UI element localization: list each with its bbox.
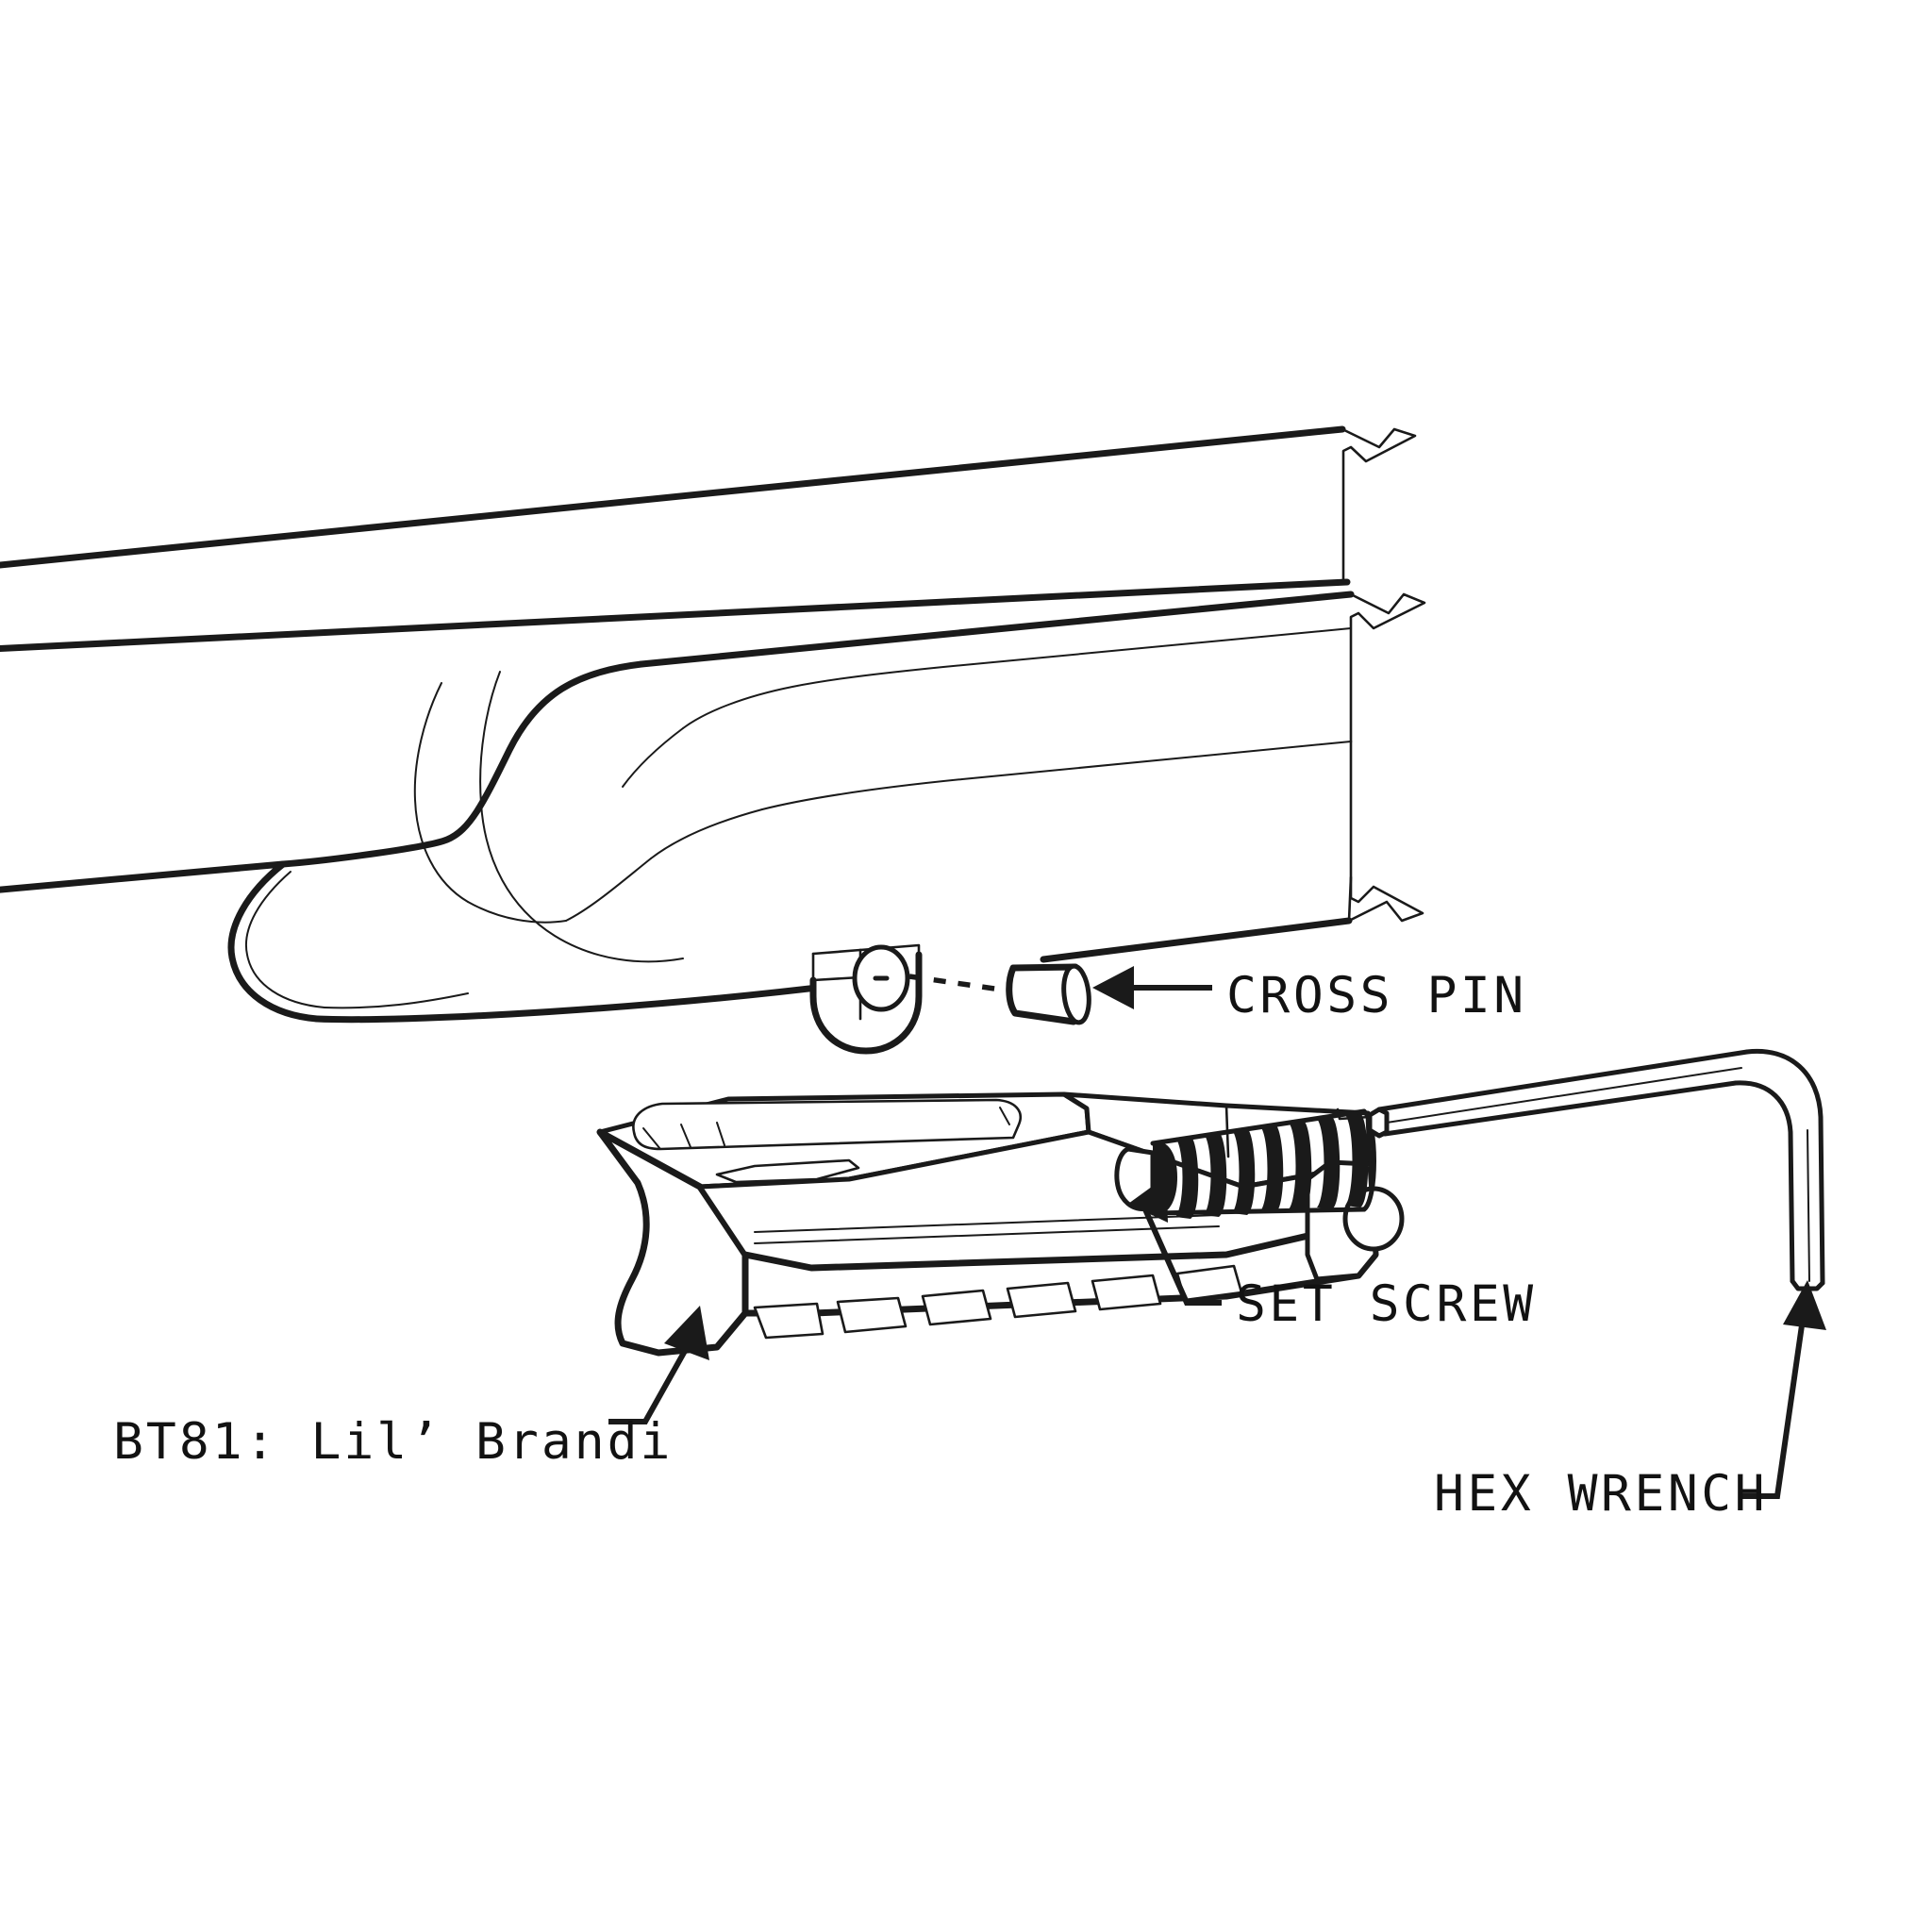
wrench-elbow-inner: [1733, 1080, 1795, 1284]
rail-break-line: [1341, 427, 1417, 584]
handguard-body: [0, 591, 1426, 1024]
handguard-top-edge-right: [638, 591, 1355, 668]
set-screw-arrowhead: [1128, 1176, 1168, 1223]
channel-rib-b: [716, 1122, 725, 1146]
cross-pin-end-face: [1061, 963, 1091, 1025]
handguard-forend-top-curve: [279, 660, 645, 868]
bt81-label: BT81: Lil’ Brandi: [113, 1413, 673, 1471]
bt81-leader-line: [608, 1346, 690, 1424]
channel-rib-c: [999, 1107, 1010, 1125]
set-screw-leader: [1128, 1176, 1222, 1306]
notch-4: [1006, 1281, 1077, 1319]
handguard-seam-upper: [682, 627, 1352, 729]
wrench-arm-facet: [1386, 1067, 1742, 1124]
forend-fold-front-lower: [467, 901, 567, 924]
cross-pin-leader: [1092, 966, 1212, 1009]
thread-1: [1175, 1136, 1199, 1219]
set-screw-leader-line: [1141, 1206, 1222, 1306]
bt81-mount: [596, 1091, 1405, 1357]
shelf-highlight-upper: [754, 1214, 1218, 1233]
mount-recoil-notches: [753, 1264, 1243, 1340]
shelf-highlight-lower: [754, 1225, 1220, 1244]
bt81-arrowhead: [664, 1306, 709, 1360]
wrench-hex-end-face: [1367, 1107, 1390, 1139]
set-screw-bottom-edge: [1150, 1207, 1367, 1216]
cross-pin-arrowhead: [1092, 966, 1134, 1009]
hex-wrench-body: [1367, 1048, 1825, 1291]
top-rail-band: [0, 425, 1417, 653]
cross-pin-label: CROSS PIN: [1226, 967, 1527, 1024]
assembly-dashed-line: [908, 974, 1008, 993]
thread-6: [1317, 1117, 1341, 1209]
hex-wrench-leader-line: [1740, 1322, 1806, 1499]
thread-7: [1345, 1113, 1369, 1208]
handguard-break-line-top: [1349, 592, 1426, 743]
handguard-seam-lower-curve-2: [565, 858, 652, 922]
forend-fold-front: [413, 682, 469, 903]
mount-deck-slot: [715, 1158, 860, 1184]
bt81-leader: [608, 1306, 709, 1424]
handguard-break-line-bottom: [1347, 740, 1424, 923]
mount-left-mass: [596, 1128, 749, 1357]
set-screw-threads: [1175, 1113, 1369, 1219]
hex-wrench-leader: [1740, 1280, 1826, 1499]
handguard-seam-upper-curve: [622, 727, 684, 788]
handguard-bottom-edge-right: [1040, 917, 1353, 963]
rail-bottom-edge: [0, 578, 1351, 653]
mount-top-channel: [632, 1098, 1022, 1151]
thread-5: [1289, 1121, 1312, 1211]
handguard-forend-nose-outer: [227, 860, 321, 1023]
hex-wrench-arrowhead: [1783, 1280, 1826, 1330]
handguard-bottom-edge: [313, 973, 909, 1024]
wrench-short-arm-facet: [1807, 1129, 1810, 1282]
forend-fold-rear: [479, 671, 684, 963]
handguard-seam-lower: [761, 741, 1352, 810]
channel-rib-a: [680, 1124, 691, 1148]
notch-5: [1091, 1274, 1162, 1311]
wrench-elbow-outer: [1744, 1048, 1825, 1286]
thread-2: [1204, 1132, 1227, 1217]
notch-3: [921, 1289, 992, 1326]
set-screw-label: SET SCREW: [1236, 1275, 1537, 1333]
cross-pin-body: [1006, 963, 1091, 1025]
boss-top-edge-left: [811, 948, 862, 956]
thread-4: [1260, 1124, 1284, 1213]
notch-2: [836, 1296, 908, 1334]
notch-6: [1175, 1264, 1243, 1302]
handguard-seam-lower-curve: [650, 808, 763, 859]
thread-3: [1232, 1128, 1256, 1215]
set-screw-top-edge: [1150, 1108, 1367, 1146]
wrench-arm-top-edge: [1376, 1049, 1750, 1112]
rail-top-edge: [0, 425, 1346, 569]
wrench-arm-bottom-edge: [1382, 1080, 1739, 1137]
handguard-forend-nose-inner: [244, 871, 325, 1008]
hex-wrench-label: HEX WRENCH: [1434, 1465, 1768, 1523]
cross-pin-boss: [809, 943, 923, 1055]
notch-1: [753, 1302, 824, 1340]
handguard-upper-left-edge: [0, 860, 287, 893]
channel-fold-left: [642, 1127, 661, 1150]
handguard-forend-nose-inner-2: [324, 992, 469, 1009]
handguard-rail-assembly: [0, 425, 1426, 1055]
